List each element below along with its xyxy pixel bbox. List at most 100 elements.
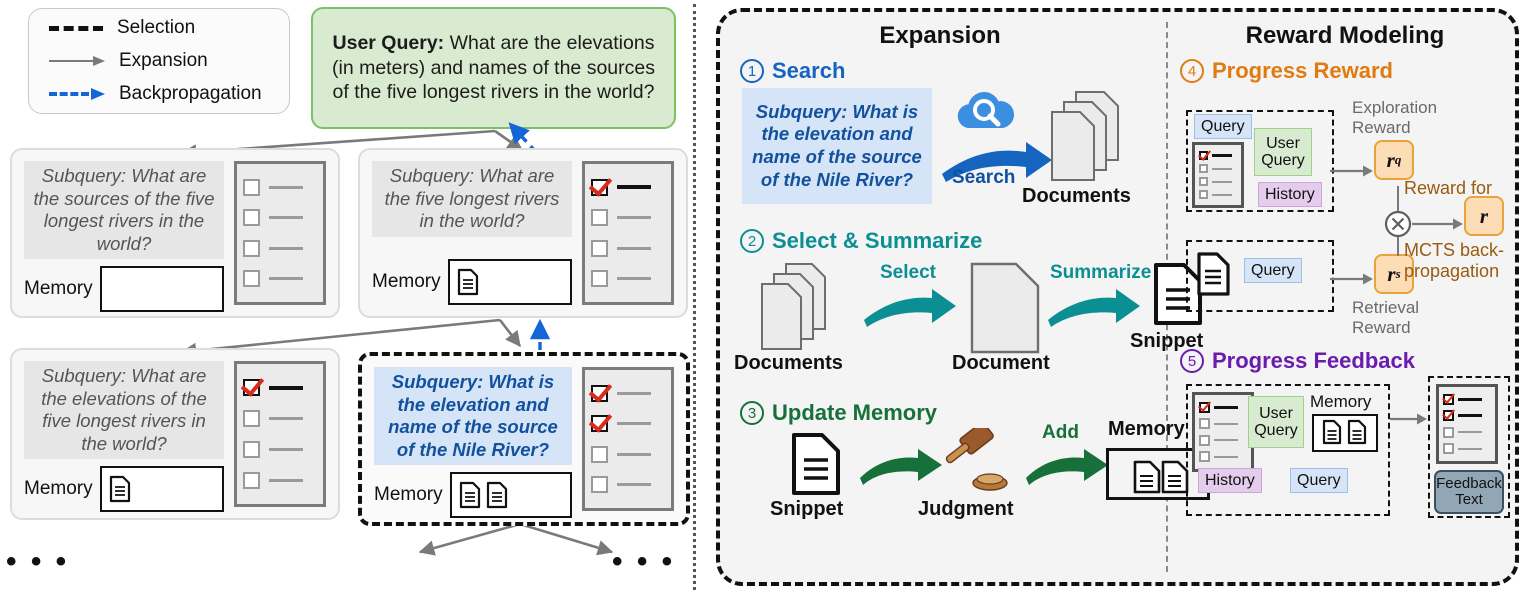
step-number-icon: 3	[740, 401, 764, 425]
legend-label-backpropagation: Backpropagation	[119, 83, 262, 104]
connector-operator-to-rs	[1397, 236, 1399, 256]
search-arrow-label: Search	[952, 167, 1016, 188]
tree-node-2-subquery: Subquery: What are the five longest rive…	[372, 161, 572, 237]
user-query-node: User Query: What are the elevations (in …	[311, 7, 676, 129]
step-5-title: Progress Feedback	[1212, 348, 1415, 373]
document-icon	[486, 481, 508, 509]
step-3-update-memory-header: 3 Update Memory	[740, 400, 937, 426]
legend-item-selection: Selection	[49, 15, 289, 41]
ellipsis-left: • • •	[6, 545, 70, 578]
summarize-arrow-label: Summarize	[1050, 262, 1152, 283]
snippet-label: Snippet	[1130, 330, 1204, 352]
document-label: Document	[952, 352, 1050, 374]
legend-label-expansion: Expansion	[119, 50, 208, 71]
ellipsis-right: • • •	[612, 545, 676, 578]
reward-modeling-panel-title: Reward Modeling	[1245, 22, 1445, 49]
tree-node-2-checklist[interactable]	[582, 161, 674, 305]
document-icon	[457, 268, 479, 296]
tree-node-4-memory-row: Memory	[374, 472, 572, 519]
legend-item-backpropagation: Backpropagation	[49, 81, 289, 107]
memory-box	[1312, 414, 1378, 452]
rs-subscript: s	[1395, 266, 1401, 281]
tree-node-4-checklist[interactable]	[582, 367, 674, 511]
rq-subscript: q	[1394, 152, 1402, 167]
document-icon	[109, 475, 131, 503]
rq-symbol: r	[1386, 147, 1395, 172]
tag-user-query: User Query	[1254, 128, 1312, 176]
reward-for-label: Reward for	[1404, 178, 1493, 198]
snippet-icon	[790, 432, 842, 496]
user-query-label: User Query:	[332, 32, 445, 55]
legend-item-expansion: Expansion	[49, 48, 289, 74]
documents-label: Documents	[1022, 185, 1131, 207]
rs-symbol: r	[1387, 261, 1396, 286]
tag-query: Query	[1194, 114, 1252, 140]
tag-history: History	[1198, 468, 1262, 494]
checklist-icon	[1192, 392, 1254, 472]
step-4-title: Progress Reward	[1212, 58, 1393, 83]
tree-node-4-selected[interactable]: Subquery: What is the elevation and name…	[358, 352, 690, 526]
tree-node-1[interactable]: Subquery: What are the sources of the fi…	[10, 148, 340, 318]
feedback-text-box: Feedback Text	[1434, 470, 1504, 514]
multiply-operator-icon	[1384, 210, 1412, 238]
snippet-icon	[1196, 252, 1230, 296]
search-cloud-icon	[950, 88, 1022, 136]
expansion-panel-title: Expansion	[879, 22, 1001, 49]
step-1-search-header: 1 Search	[740, 58, 845, 84]
select-arrow-icon	[862, 288, 958, 330]
documents-stack-icon	[1040, 90, 1150, 186]
snippet-label: Snippet	[770, 498, 844, 520]
tree-node-1-checklist[interactable]	[234, 161, 326, 305]
tag-history: History	[1258, 182, 1322, 208]
arrow-to-feedback-icon	[1390, 412, 1428, 426]
memory-label: Memory	[372, 271, 441, 292]
memory-label: Memory	[1310, 392, 1372, 411]
tree-node-3-subquery: Subquery: What are the elevations of the…	[24, 361, 224, 460]
reward-r-box: r	[1464, 196, 1504, 236]
document-icon	[1347, 419, 1369, 447]
step-3-title: Update Memory	[772, 400, 938, 425]
tree-node-2[interactable]: Subquery: What are the five longest rive…	[358, 148, 688, 318]
progress-feedback-output-group	[1428, 376, 1510, 518]
step-1-subquery-box: Subquery: What is the elevation and name…	[742, 88, 932, 204]
add-arrow-label: Add	[1042, 422, 1079, 443]
single-document-icon	[968, 262, 1042, 354]
tree-node-2-memory-box[interactable]	[447, 259, 572, 305]
user-query-text: What are the elevations (in meters) and …	[332, 32, 655, 104]
documents-stack-icon	[752, 262, 856, 354]
step-number-icon: 4	[1180, 59, 1204, 83]
tree-node-3-memory-box[interactable]	[99, 466, 224, 513]
tag-query: Query	[1290, 468, 1348, 494]
tree-node-3[interactable]: Subquery: What are the elevations of the…	[10, 348, 340, 520]
summarize-arrow-icon	[1046, 288, 1142, 330]
mcts-backpropagation-label: MCTS back-propagation	[1404, 240, 1505, 282]
memory-label: Memory	[1108, 418, 1185, 440]
step-number-icon: 5	[1180, 349, 1204, 373]
dashed-line-icon	[49, 25, 103, 31]
step-5-progress-feedback-header: 5 Progress Feedback	[1180, 348, 1415, 374]
step-number-icon: 1	[740, 59, 764, 83]
exploration-reward-label: Exploration Reward	[1352, 98, 1438, 137]
tree-node-1-memory-row: Memory	[24, 266, 224, 313]
step-2-select-summarize-header: 2 Select & Summarize	[740, 228, 982, 254]
tag-user-query: User Query	[1248, 396, 1304, 448]
tree-node-3-checklist[interactable]	[234, 361, 326, 507]
documents-label: Documents	[734, 352, 843, 374]
legend-panel: Selection Expansion Backpropagation	[28, 8, 290, 114]
tree-node-1-subquery: Subquery: What are the sources of the fi…	[24, 161, 224, 260]
expansion-arrow-node4-children	[418, 522, 614, 556]
tree-node-4-memory-box[interactable]	[449, 472, 572, 519]
tree-node-1-memory-box[interactable]	[99, 266, 224, 313]
step-number-icon: 2	[740, 229, 764, 253]
tree-node-2-memory-row: Memory	[372, 259, 572, 305]
add-arrow-icon	[1024, 448, 1110, 488]
connector-rq-to-operator	[1397, 186, 1399, 212]
arrow-to-r-icon	[1412, 217, 1464, 231]
tag-query: Query	[1244, 258, 1302, 284]
step-1-subquery-text: Subquery: What is the elevation and name…	[752, 100, 922, 190]
progress-reward-input-group	[1186, 110, 1334, 212]
checklist-icon	[1436, 384, 1498, 464]
retrieval-reward-input-group	[1186, 240, 1334, 312]
